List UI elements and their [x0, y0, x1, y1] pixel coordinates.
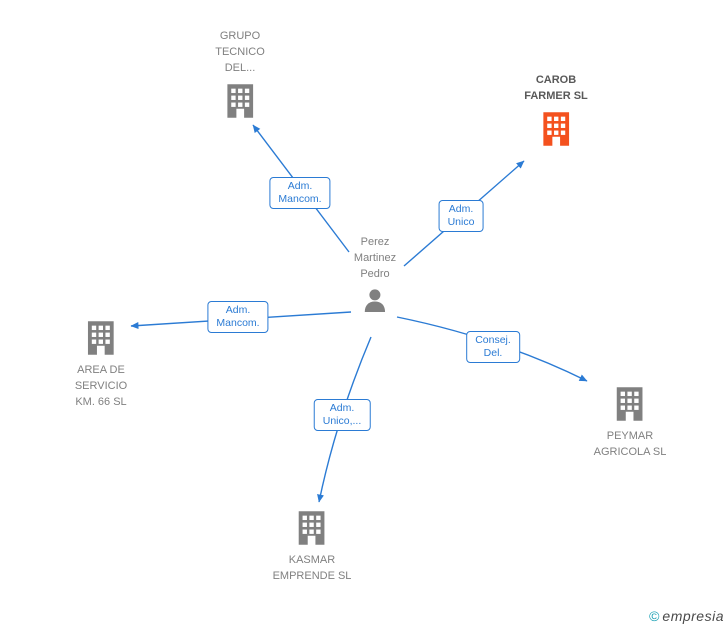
building-icon: [613, 386, 647, 422]
relation-label-line: Adm.: [448, 203, 474, 215]
person-label: Perez Martinez Pedro: [354, 234, 396, 282]
relation-label-line: Consej.: [475, 334, 511, 346]
relation-label-line: Mancom.: [278, 193, 322, 205]
company-label-line: TECNICO: [215, 46, 265, 58]
company-node-peymar-agricola[interactable]: PEYMAR AGRICOLA SL: [594, 386, 667, 460]
company-node-carob-farmer[interactable]: CAROB FARMER SL: [524, 72, 588, 147]
relation-label-line: Mancom.: [216, 317, 260, 329]
relation-label-consej-del-peymar: Consej. Del.: [466, 331, 520, 363]
company-node-grupo-tecnico[interactable]: GRUPO TECNICO DEL...: [215, 28, 265, 119]
company-label: CAROB FARMER SL: [524, 72, 588, 104]
company-node-kasmar-emprende[interactable]: KASMAR EMPRENDE SL: [273, 510, 352, 584]
company-label-line: AGRICOLA SL: [593, 446, 667, 458]
company-label-line: GRUPO: [219, 30, 261, 42]
person-icon: [359, 287, 391, 317]
relation-label-adm-unico-carob: Adm. Unico: [438, 200, 484, 232]
company-node-area-servicio[interactable]: AREA DE SERVICIO KM. 66 SL: [75, 320, 127, 410]
company-label-line: FARMER SL: [524, 90, 588, 102]
relation-label-line: Unico,...: [322, 415, 362, 427]
person-label-line: Pedro: [360, 268, 390, 280]
company-label: KASMAR EMPRENDE SL: [273, 552, 352, 584]
company-label-line: SERVICIO: [74, 380, 128, 392]
relation-label-adm-unico-kasmar: Adm. Unico,...: [313, 399, 371, 431]
person-label-line: Martinez: [353, 252, 397, 264]
brand-name: empresia: [662, 608, 724, 624]
building-icon: [223, 83, 257, 119]
relation-label-line: Adm.: [287, 180, 313, 192]
copyright-icon: ©: [649, 608, 660, 624]
person-label-line: Perez: [360, 236, 390, 248]
building-icon: [295, 510, 329, 546]
person-node-perez-martinez-pedro[interactable]: Perez Martinez Pedro: [354, 234, 396, 317]
empresia-logo[interactable]: ©empresia: [649, 608, 724, 624]
company-label-line: DEL...: [224, 62, 256, 74]
company-label-line: PEYMAR: [606, 430, 654, 442]
company-label: PEYMAR AGRICOLA SL: [594, 428, 667, 460]
relation-label-line: Del.: [483, 347, 503, 359]
company-label-line: CAROB: [535, 74, 577, 86]
company-label: GRUPO TECNICO DEL...: [215, 28, 265, 76]
building-icon-highlighted: [539, 111, 573, 147]
company-label: AREA DE SERVICIO KM. 66 SL: [75, 362, 127, 410]
building-icon: [84, 320, 118, 356]
relation-label-line: Adm.: [329, 402, 355, 414]
relation-label-line: Adm.: [225, 304, 251, 316]
company-label-line: EMPRENDE SL: [272, 570, 352, 582]
relation-label-line: Unico: [447, 216, 475, 228]
company-label-line: AREA DE: [77, 364, 125, 376]
company-label-line: KASMAR: [288, 554, 336, 566]
relation-label-adm-mancom-grupo: Adm. Mancom.: [269, 177, 331, 209]
company-label-line: KM. 66 SL: [75, 396, 127, 408]
relation-label-adm-mancom-area: Adm. Mancom.: [207, 301, 269, 333]
